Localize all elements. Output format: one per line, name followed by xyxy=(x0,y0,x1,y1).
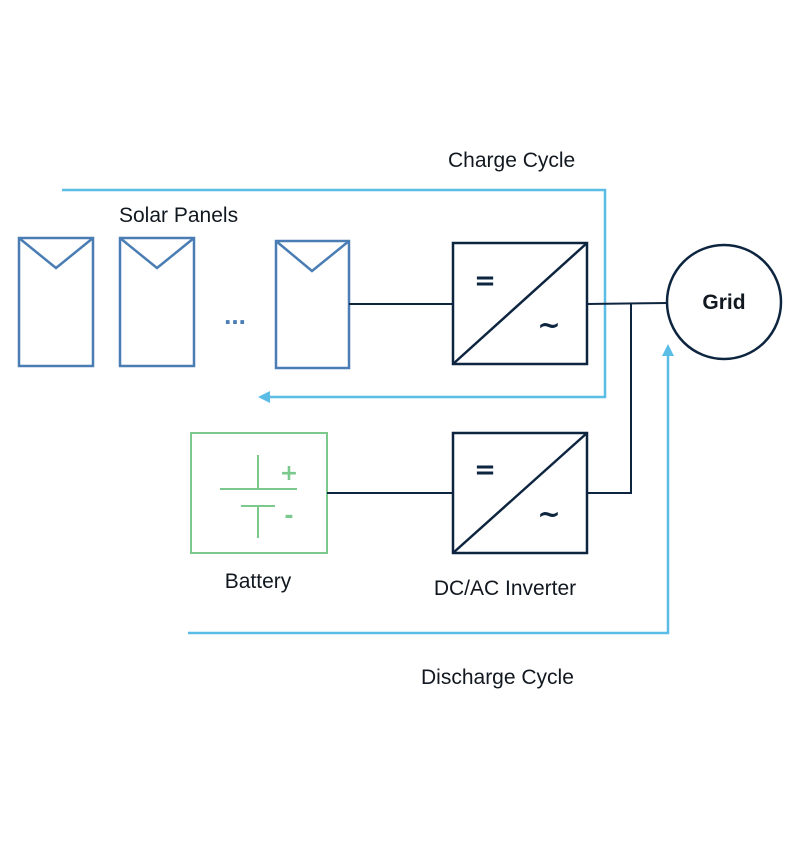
dc-symbol: = xyxy=(474,455,496,485)
battery-label: Battery xyxy=(225,570,292,593)
dc-symbol: = xyxy=(474,266,496,296)
ellipsis-label: ... xyxy=(224,300,246,330)
solar-panel-1 xyxy=(17,236,95,368)
solar-panel-2 xyxy=(118,236,196,368)
battery: + - xyxy=(190,432,328,554)
ac-symbol: ~ xyxy=(537,308,560,341)
battery-inverter: = ~ xyxy=(451,431,589,555)
discharge-cycle-path xyxy=(188,344,674,635)
solar-inverter: = ~ xyxy=(451,241,589,366)
charge-cycle-arrowhead xyxy=(258,391,270,403)
inverter-label: DC/AC Inverter xyxy=(434,577,576,600)
solar-panels-label: Solar Panels xyxy=(119,204,238,227)
solar-panel-3 xyxy=(274,239,351,370)
ac-symbol: ~ xyxy=(537,497,560,530)
discharge-cycle-label: Discharge Cycle xyxy=(421,666,574,689)
grid-label: Grid xyxy=(702,291,745,314)
charge-cycle-path xyxy=(62,188,607,403)
discharge-cycle-arrowhead xyxy=(662,344,674,356)
grid-node: Grid xyxy=(665,243,783,361)
wire-inverter-to-grid xyxy=(586,302,669,305)
wire-battery-inverter-to-grid xyxy=(587,304,632,494)
charge-cycle-label: Charge Cycle xyxy=(448,149,575,172)
battery-minus: - xyxy=(284,504,293,529)
battery-plus: + xyxy=(280,461,298,486)
